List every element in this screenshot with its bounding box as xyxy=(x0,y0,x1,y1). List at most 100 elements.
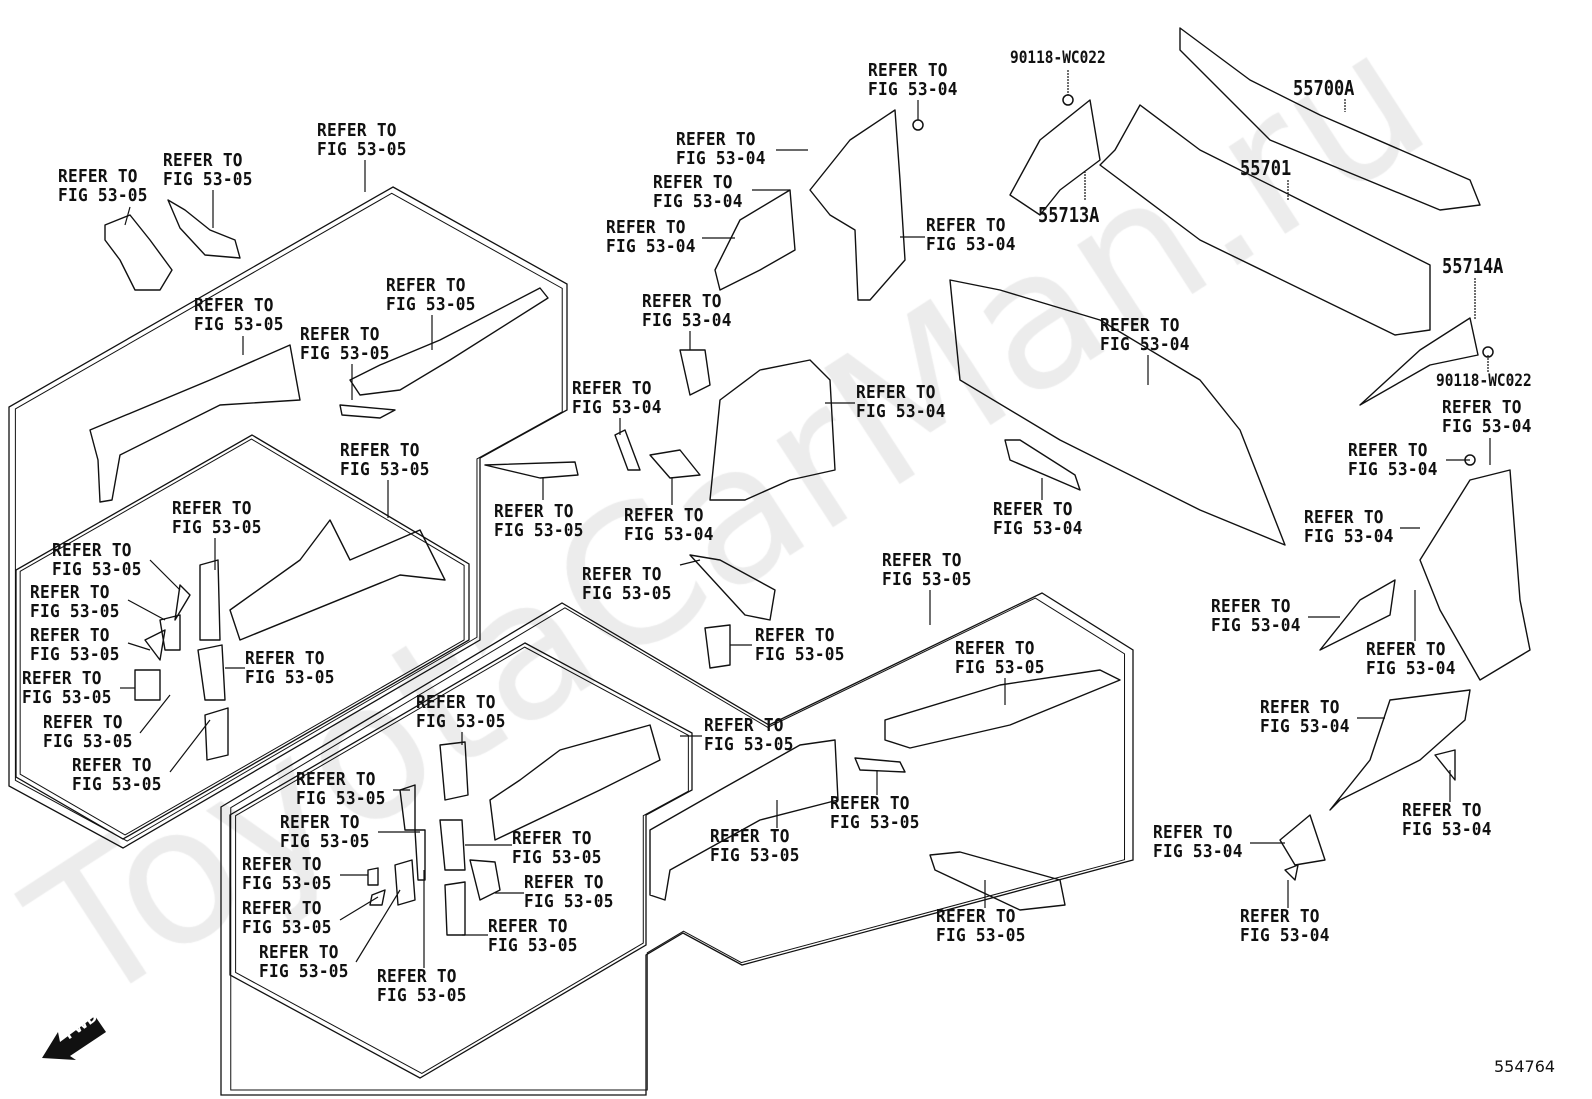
part-outline-23 xyxy=(469,859,501,901)
refer-label-line1: REFER TO xyxy=(242,855,322,875)
refer-label-figure: FIG 53-04 xyxy=(1402,820,1492,840)
refer-label-line1: REFER TO xyxy=(317,121,397,141)
refer-label-line1: REFER TO xyxy=(572,379,652,399)
leader-line xyxy=(127,599,166,621)
refer-label-figure: FIG 53-05 xyxy=(524,892,614,912)
part-outline-33 xyxy=(1359,317,1479,406)
bolt-icon xyxy=(912,119,924,131)
refer-label-line1: REFER TO xyxy=(830,794,910,814)
part-outline-30 xyxy=(1179,27,1481,211)
refer-label-line1: REFER TO xyxy=(30,583,110,603)
refer-label-figure: FIG 53-05 xyxy=(72,775,162,795)
refer-label-figure: FIG 53-04 xyxy=(1100,335,1190,355)
part-outline-24 xyxy=(367,867,379,886)
refer-label-figure: FIG 53-05 xyxy=(52,560,142,580)
part-outline-18 xyxy=(439,819,466,871)
refer-label-figure: FIG 53-04 xyxy=(1442,417,1532,437)
refer-label-figure: FIG 53-04 xyxy=(1153,842,1243,862)
refer-label-figure: FIG 53-04 xyxy=(642,311,732,331)
refer-label-line1: REFER TO xyxy=(494,502,574,522)
part-number-label: 55714A xyxy=(1442,254,1504,278)
part-outline-31 xyxy=(1099,104,1431,336)
refer-label-figure: FIG 53-04 xyxy=(653,192,743,212)
refer-label-line1: REFER TO xyxy=(642,292,722,312)
refer-label-figure: FIG 53-05 xyxy=(704,735,794,755)
refer-label-figure: FIG 53-05 xyxy=(259,962,349,982)
fwd-arrow-icon xyxy=(42,1016,106,1060)
refer-label-figure: FIG 53-05 xyxy=(22,688,112,708)
part-outline-43 xyxy=(1319,579,1396,651)
group-box-inner-0 xyxy=(14,192,563,842)
refer-label-line1: REFER TO xyxy=(993,500,1073,520)
refer-label-line1: REFER TO xyxy=(755,626,835,646)
refer-label-line1: REFER TO xyxy=(242,899,322,919)
part-outline-4 xyxy=(339,404,396,419)
refer-label-line1: REFER TO xyxy=(259,943,339,963)
part-number-label: 55701 xyxy=(1240,156,1292,180)
leader-line xyxy=(679,559,701,566)
refer-label-line1: REFER TO xyxy=(1402,801,1482,821)
refer-label-figure: FIG 53-05 xyxy=(296,789,386,809)
refer-label-line1: REFER TO xyxy=(43,713,123,733)
group-box-inner-2 xyxy=(230,597,1126,1091)
refer-label-figure: FIG 53-05 xyxy=(194,315,284,335)
refer-label-line1: REFER TO xyxy=(704,716,784,736)
refer-label-figure: FIG 53-05 xyxy=(340,460,430,480)
refer-label-line1: REFER TO xyxy=(1366,640,1446,660)
refer-label-line1: REFER TO xyxy=(52,541,132,561)
part-outline-26 xyxy=(649,739,839,901)
bolt-icon xyxy=(1464,454,1476,466)
refer-label-line1: REFER TO xyxy=(1211,597,1291,617)
refer-label-line1: REFER TO xyxy=(488,917,568,937)
refer-label-line1: REFER TO xyxy=(377,967,457,987)
group-box-1 xyxy=(15,434,470,840)
part-outline-19 xyxy=(444,881,466,936)
part-outline-28 xyxy=(854,757,906,773)
refer-label-figure: FIG 53-05 xyxy=(416,712,506,732)
part-outline-21 xyxy=(414,829,426,881)
part-outline-12 xyxy=(204,707,229,761)
refer-label-line1: REFER TO xyxy=(1100,316,1180,336)
refer-label-figure: FIG 53-04 xyxy=(1211,616,1301,636)
refer-label-line1: REFER TO xyxy=(1348,441,1428,461)
refer-label-line1: REFER TO xyxy=(340,441,420,461)
part-outline-35 xyxy=(1004,439,1081,491)
refer-label-figure: FIG 53-04 xyxy=(856,402,946,422)
refer-label-line1: REFER TO xyxy=(606,218,686,238)
part-outline-9 xyxy=(134,669,161,701)
part-outline-20 xyxy=(399,784,416,831)
refer-label-figure: FIG 53-04 xyxy=(1304,527,1394,547)
refer-label-figure: FIG 53-05 xyxy=(386,295,476,315)
part-outline-8 xyxy=(144,629,166,661)
refer-label-figure: FIG 53-05 xyxy=(710,846,800,866)
leader-line xyxy=(355,889,401,963)
part-outline-32 xyxy=(1009,99,1101,216)
group-box-2 xyxy=(220,592,1134,1096)
refer-label-line1: REFER TO xyxy=(1153,823,1233,843)
